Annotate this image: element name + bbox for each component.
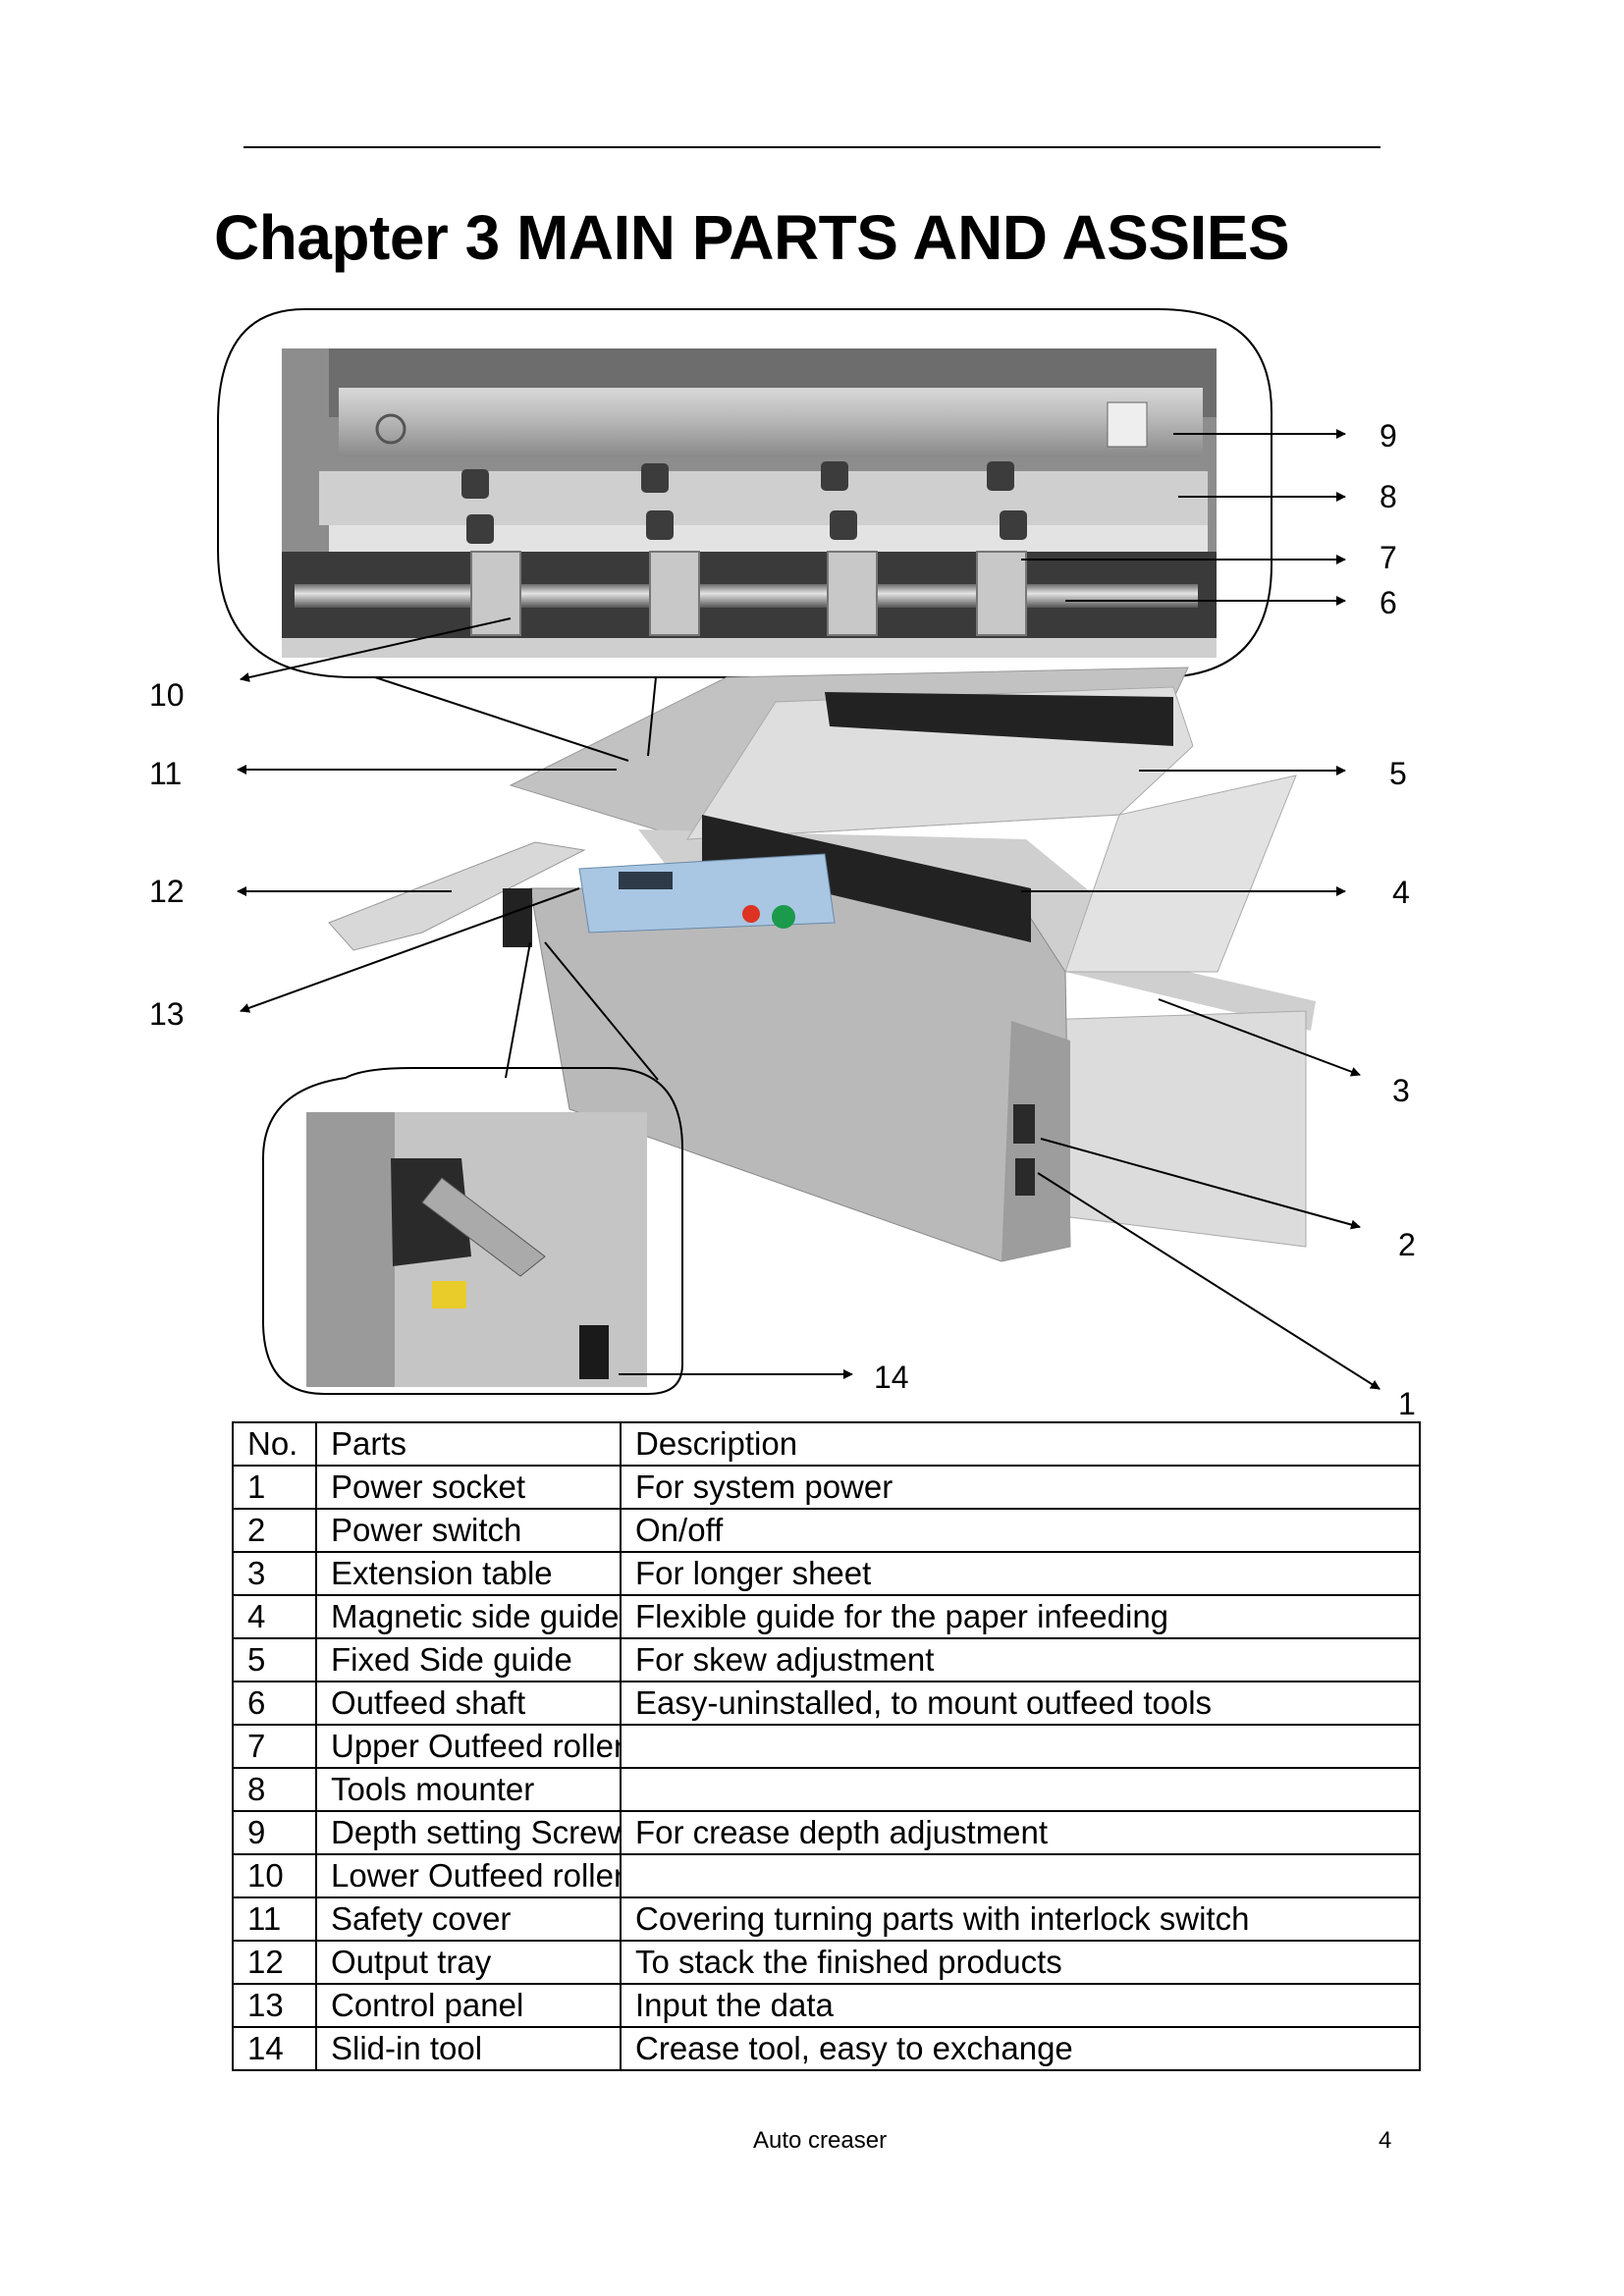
cell-part: Magnetic side guide <box>315 1594 622 1639</box>
cell-part: Slid-in tool <box>315 2026 622 2071</box>
cell-part: Upper Outfeed roller <box>315 1724 622 1769</box>
header-description: Description <box>620 1421 1421 1467</box>
header-parts: Parts <box>315 1421 622 1467</box>
cell-part: Output tray <box>315 1940 622 1985</box>
callout-8: 8 <box>1380 479 1397 514</box>
cell-no: 8 <box>232 1767 317 1812</box>
cell-description: For longer sheet <box>620 1551 1421 1596</box>
cell-no: 7 <box>232 1724 317 1769</box>
cell-no: 3 <box>232 1551 317 1596</box>
cell-description: Easy-uninstalled, to mount outfeed tools <box>620 1681 1421 1726</box>
callout-7: 7 <box>1380 540 1397 575</box>
callout-9: 9 <box>1380 418 1397 454</box>
machine-figure <box>217 308 1380 1395</box>
cell-no: 11 <box>232 1896 317 1942</box>
callout-12: 12 <box>149 874 185 909</box>
cell-part: Fixed Side guide <box>315 1637 622 1682</box>
callout-2: 2 <box>1398 1227 1416 1262</box>
cell-description: For crease depth adjustment <box>620 1810 1421 1855</box>
page-title: Chapter 3 MAIN PARTS AND ASSIES <box>214 202 1290 273</box>
cell-no: 9 <box>232 1810 317 1855</box>
cell-part: Power socket <box>315 1465 622 1510</box>
cell-description: Covering turning parts with interlock sw… <box>620 1896 1421 1942</box>
page-number: 4 <box>1379 2127 1392 2154</box>
callout-11: 11 <box>149 756 183 791</box>
detail-photo-rollers <box>282 348 1217 658</box>
cell-no: 4 <box>232 1594 317 1639</box>
cell-description: Input the data <box>620 1983 1421 2028</box>
callout-14: 14 <box>874 1360 909 1395</box>
cell-no: 12 <box>232 1940 317 1985</box>
cell-no: 5 <box>232 1637 317 1682</box>
cell-no: 2 <box>232 1508 317 1553</box>
cell-description: Flexible guide for the paper infeeding <box>620 1594 1421 1639</box>
cell-part: Safety cover <box>315 1896 622 1942</box>
inset-photo-tool <box>306 1112 647 1387</box>
callout-1: 1 <box>1398 1386 1416 1421</box>
table-header-row: No. Parts Description <box>232 1421 1421 1467</box>
cell-description: To stack the finished products <box>620 1940 1421 1985</box>
cell-part: Extension table <box>315 1551 622 1596</box>
cell-description: For skew adjustment <box>620 1637 1421 1682</box>
cell-part: Lower Outfeed roller <box>315 1853 622 1898</box>
cell-description: For system power <box>620 1465 1421 1510</box>
cell-part: Control panel <box>315 1983 622 2028</box>
cell-description: On/off <box>620 1508 1421 1553</box>
cell-no: 13 <box>232 1983 317 2028</box>
callout-13: 13 <box>149 996 185 1032</box>
cell-no: 1 <box>232 1465 317 1510</box>
cell-no: 6 <box>232 1681 317 1726</box>
callout-6: 6 <box>1380 585 1397 620</box>
cell-part: Power switch <box>315 1508 622 1553</box>
inset-outline <box>262 1067 683 1395</box>
cell-description <box>620 1767 1421 1812</box>
cell-no: 10 <box>232 1853 317 1898</box>
header-rule <box>244 146 1380 148</box>
callout-4: 4 <box>1392 875 1410 910</box>
callout-arrows <box>237 429 1380 1390</box>
cell-description <box>620 1853 1421 1898</box>
cell-part: Outfeed shaft <box>315 1681 622 1726</box>
callout-10: 10 <box>149 677 185 713</box>
cell-part: Tools mounter <box>315 1767 622 1812</box>
cell-no: 14 <box>232 2026 317 2071</box>
machine-photo <box>328 667 1316 1262</box>
cell-description: Crease tool, easy to exchange <box>620 2026 1421 2071</box>
callout-3: 3 <box>1392 1073 1410 1108</box>
footer-title: Auto creaser <box>753 2127 888 2154</box>
callout-5: 5 <box>1389 756 1407 791</box>
header-no: No. <box>232 1421 317 1467</box>
cell-description <box>620 1724 1421 1769</box>
cell-part: Depth setting Screw <box>315 1810 622 1855</box>
